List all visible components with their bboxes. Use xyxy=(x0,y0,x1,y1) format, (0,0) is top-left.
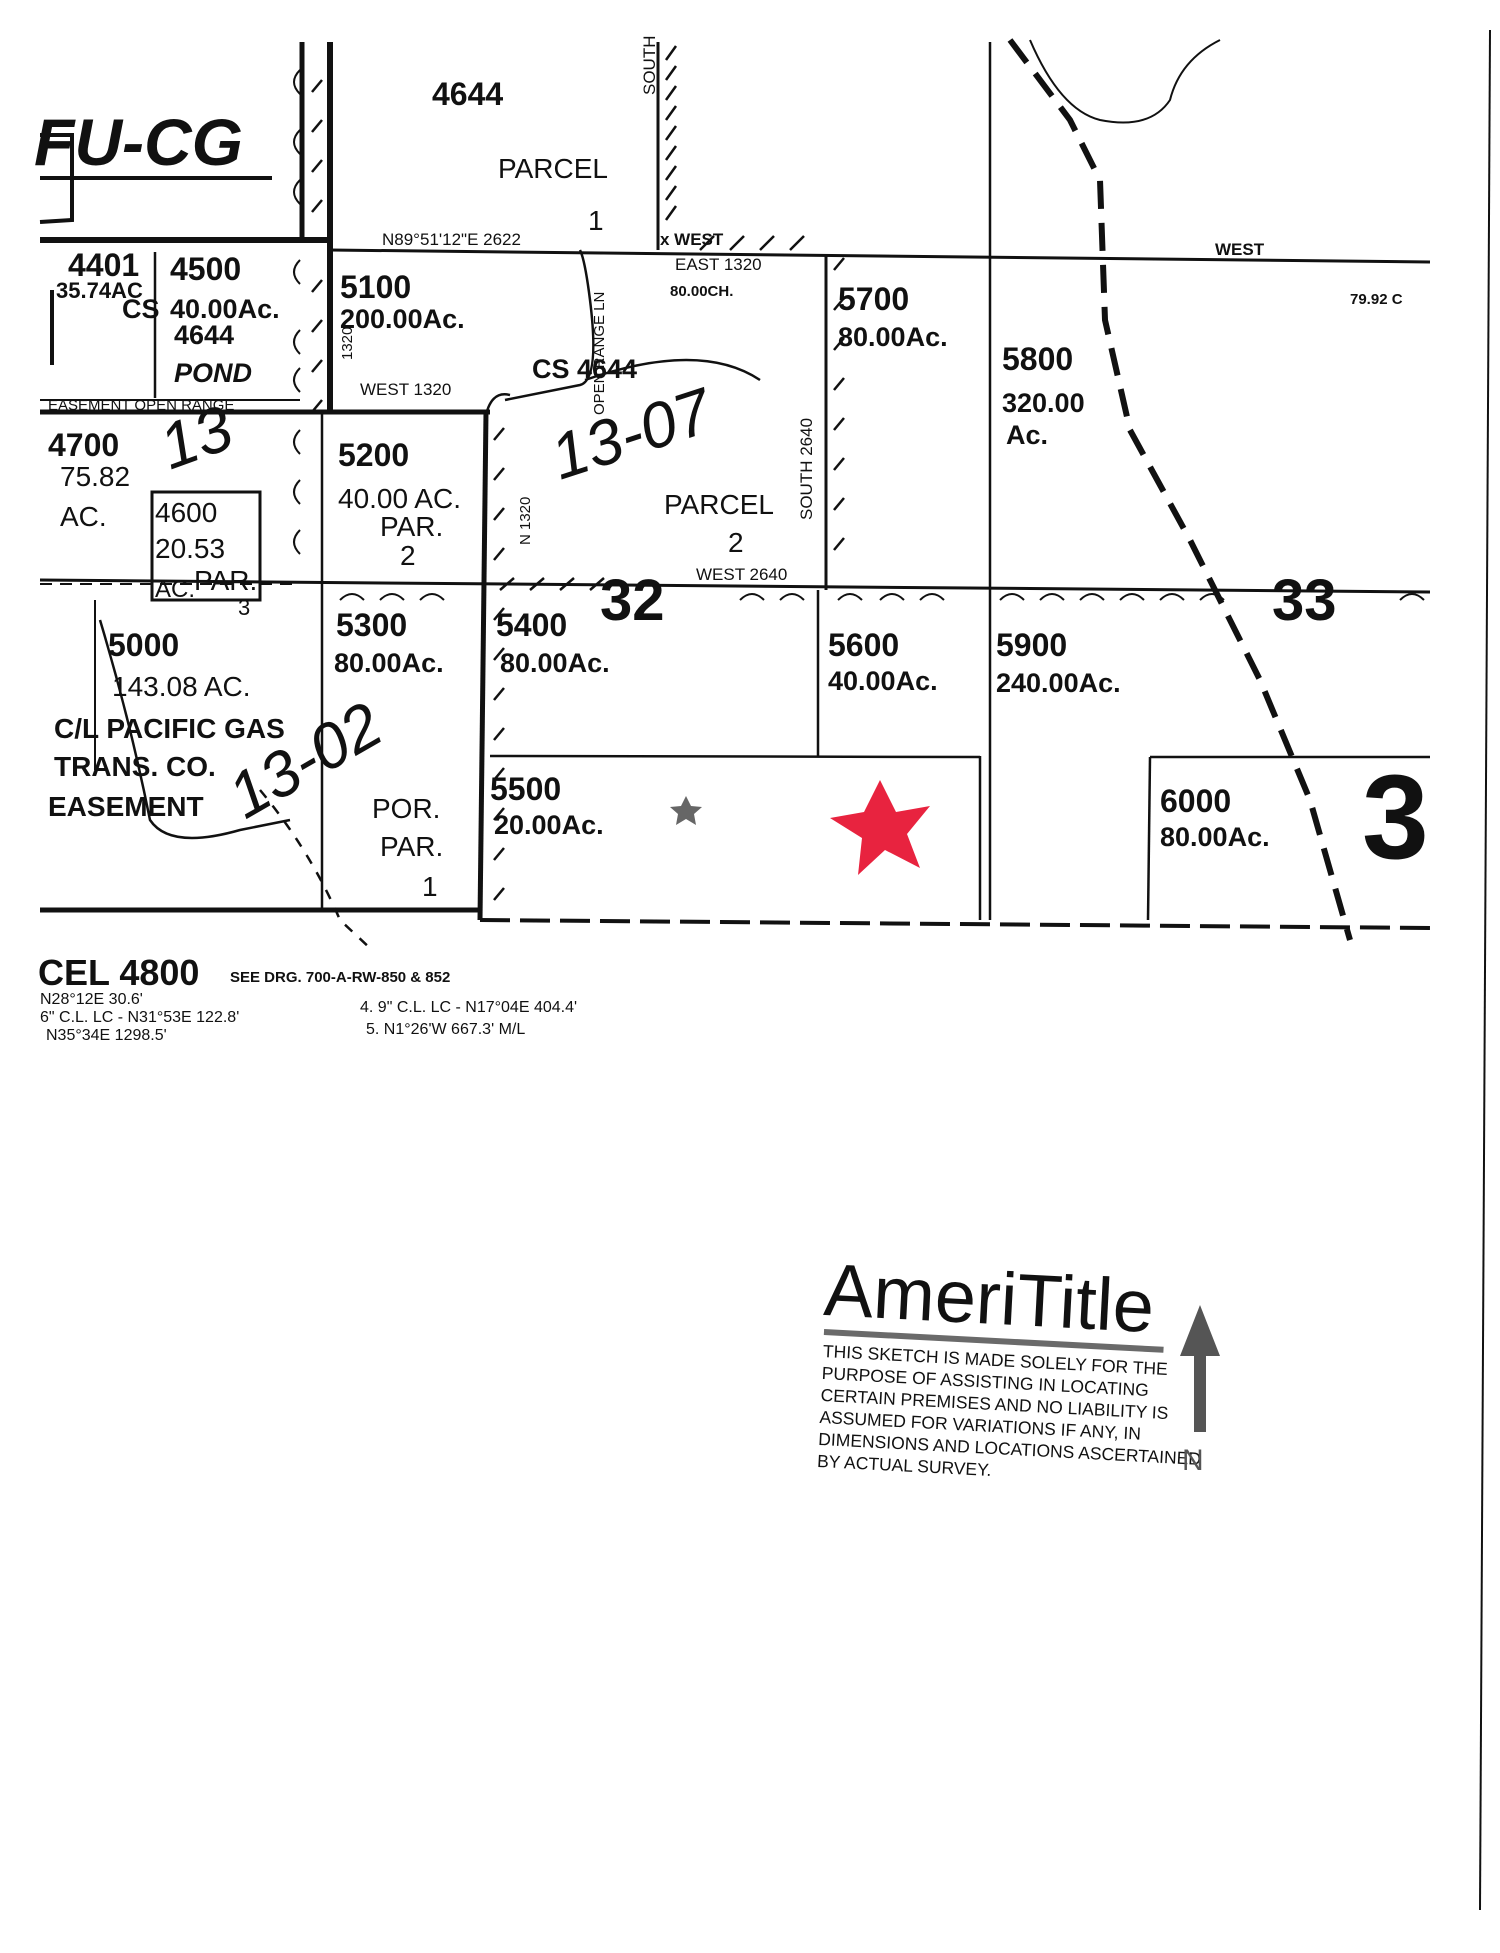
bearing-east-1320: EAST 1320 xyxy=(675,255,762,274)
parcel-5100-acres: 200.00Ac. xyxy=(340,304,465,334)
por-par-line-1: POR. xyxy=(372,793,440,824)
bearing-note-5: 5. N1°26'W 667.3' M/L xyxy=(366,1021,525,1038)
parcel-5000-acres: 143.08 AC. xyxy=(112,671,251,702)
subject-property-star xyxy=(830,780,930,875)
parcel-5200: 5200 xyxy=(338,437,409,473)
parcel-5300: 5300 xyxy=(336,607,407,643)
parcel-4401-acres: 35.74AC xyxy=(56,278,143,303)
line-arc-markers xyxy=(293,69,1425,601)
bearing-s-1320: 1320 xyxy=(339,327,356,360)
location-markers xyxy=(670,780,930,875)
cs-4644-label: CS 4644 xyxy=(532,354,637,384)
parcel-4600-acres: 20.53 xyxy=(155,533,225,564)
parcel-5400-acres: 80.00Ac. xyxy=(500,648,610,678)
parcel-5500: 5500 xyxy=(490,771,561,807)
easement-open-range-label: EASEMENT OPEN RANGE xyxy=(48,397,234,414)
parcel-5900-acres: 240.00Ac. xyxy=(996,668,1121,698)
bearing-x-west: x WEST xyxy=(660,230,724,249)
gas-easement-line-1: C/L PACIFIC GAS xyxy=(54,713,285,744)
parcel-4800-label: CEL 4800 xyxy=(38,952,199,993)
parcel-4500-acres: 40.00Ac. xyxy=(170,294,280,324)
bottom-notes: CEL 4800 SEE DRG. 700-A-RW-850 & 852 N28… xyxy=(38,952,577,1044)
open-range-ln-label: OPEN RANGE LN xyxy=(591,292,608,415)
bearing-west-1320: WEST 1320 xyxy=(360,380,451,399)
bearing-south-top: SOUTH xyxy=(640,36,659,96)
see-drawing-note: SEE DRG. 700-A-RW-850 & 852 xyxy=(230,969,450,986)
ameritite-stamp: AmeriTitle THIS SKETCH IS MADE SOLELY FO… xyxy=(817,1248,1202,1480)
parcel-5400: 5400 xyxy=(496,607,567,643)
bearing-west-2640: WEST 2640 xyxy=(696,565,787,584)
parcel-4644-top: 4644 xyxy=(432,76,503,112)
parcel-4401: 4401 xyxy=(68,247,139,283)
bearing-south-2640: SOUTH 2640 xyxy=(797,418,816,520)
map-labels: FU-CG 4644 PARCEL 1 N89°51'12"E 2622 x W… xyxy=(34,36,1429,903)
parcel-5800: 5800 xyxy=(1002,341,1073,377)
secondary-star-marker xyxy=(670,796,702,825)
bearing-note-4: 4. 9" C.L. LC - N17°04E 404.4' xyxy=(360,999,577,1016)
pond-label: POND xyxy=(174,358,252,388)
parcel-5700-acres: 80.00Ac. xyxy=(838,322,948,352)
parcel-5900: 5900 xyxy=(996,627,1067,663)
parcel-5700: 5700 xyxy=(838,281,909,317)
bearing-note-1: N28°12E 30.6' xyxy=(40,991,143,1008)
parcel-4500-cs: CS xyxy=(122,294,160,324)
parcel-5200-par: PAR. xyxy=(380,511,443,542)
parcel-4600-acres-unit: AC. xyxy=(155,576,195,603)
gas-easement-line-2: TRANS. CO. xyxy=(54,751,216,782)
zone-label: FU-CG xyxy=(34,105,243,179)
bearing-west-top-right: WEST xyxy=(1215,240,1265,259)
por-par-line-2: PAR. xyxy=(380,831,443,862)
por-par-num: 1 xyxy=(422,871,438,902)
bearing-top-line: N89°51'12"E 2622 xyxy=(382,230,521,249)
handwritten-13-07: 13-07 xyxy=(542,374,722,494)
parcel-5800-acres: 320.00 xyxy=(1002,388,1085,418)
parcel-4500: 4500 xyxy=(170,251,241,287)
parcel-5200-par-num: 2 xyxy=(400,540,416,571)
parcel-5500-acres: 20.00Ac. xyxy=(494,810,604,840)
parcel-4700: 4700 xyxy=(48,427,119,463)
parcel-4644-cs-number: 4644 xyxy=(174,320,234,350)
parcel-word-2: PARCEL xyxy=(664,489,774,520)
section-3: 3 xyxy=(1362,750,1429,884)
bearing-80ch: 80.00CH. xyxy=(670,283,733,300)
parcel-4600: 4600 xyxy=(155,497,217,528)
parcel-6000-acres: 80.00Ac. xyxy=(1160,822,1270,852)
section-32: 32 xyxy=(600,568,665,633)
parcel-5200-acres: 40.00 AC. xyxy=(338,483,461,514)
parcel-5800-acres-unit: Ac. xyxy=(1006,420,1048,450)
parcel-2-num: 2 xyxy=(728,527,744,558)
section-33: 33 xyxy=(1272,568,1337,633)
gas-easement-line-3: EASEMENT xyxy=(48,791,204,822)
parcel-5600: 5600 xyxy=(828,627,899,663)
bearing-note-2: 6" C.L. LC - N31°53E 122.8' xyxy=(40,1009,239,1026)
parcel-word-1: PARCEL xyxy=(498,153,608,184)
parcel-4700-acres-unit: AC. xyxy=(60,501,107,532)
parcel-6000: 6000 xyxy=(1160,783,1231,819)
parcel-4600-par-num: 3 xyxy=(238,595,250,620)
bearing-n-1320: N 1320 xyxy=(517,497,534,545)
north-arrow-icon: N xyxy=(1180,1305,1220,1477)
north-label: N xyxy=(1182,1444,1204,1477)
bearing-note-3: N35°34E 1298.5' xyxy=(46,1027,167,1044)
parcel-5300-acres: 80.00Ac. xyxy=(334,648,444,678)
parcel-1-num: 1 xyxy=(588,205,604,236)
bearing-right-edge: 79.92 C xyxy=(1350,291,1403,308)
parcel-4700-acres: 75.82 xyxy=(60,461,130,492)
parcel-5100: 5100 xyxy=(340,269,411,305)
handwritten-13-02: 13-02 xyxy=(216,688,394,832)
parcel-5000: 5000 xyxy=(108,627,179,663)
parcel-5600-acres: 40.00Ac. xyxy=(828,666,938,696)
parcel-4600-par: PAR. xyxy=(194,565,257,596)
stamp-brand: AmeriTitle xyxy=(822,1248,1156,1348)
